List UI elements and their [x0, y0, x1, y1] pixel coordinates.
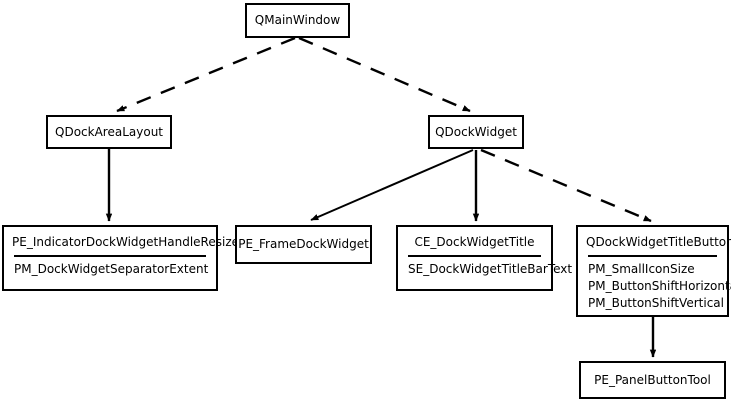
node-qdockarealayout[interactable]: QDockAreaLayout	[46, 115, 172, 149]
compartment-divider	[588, 255, 717, 257]
edge-qmainwindow-to-qdockarealayout	[116, 36, 296, 113]
node-compartment: PM_SmallIconSize PM_ButtonShiftHorizonta…	[578, 261, 731, 312]
node-pe-indicator-dock-widget-handle-resize[interactable]: PE_IndicatorDockWidgetHandleResize PM_Do…	[2, 225, 239, 291]
node-qdockwidget-title-button[interactable]: QDockWidgetTitleButton PM_SmallIconSize …	[576, 225, 731, 317]
node-title: PE_PanelButtonTool	[594, 372, 711, 387]
node-ce-dock-widget-title[interactable]: CE_DockWidgetTitle SE_DockWidgetTitleBar…	[396, 225, 573, 291]
node-title: QMainWindow	[254, 13, 341, 27]
compartment-item: PM_ButtonShiftHorizontal	[588, 279, 731, 293]
node-compartment: SE_DockWidgetTitleBarText	[398, 261, 573, 278]
edge-qdockwidget-to-qdockwidgettitlebutton	[480, 148, 652, 223]
node-title: CE_DockWidgetTitle	[414, 235, 535, 249]
edge-qmainwindow-to-qdockwidget	[298, 36, 471, 113]
node-title: PE_FrameDockWidget	[238, 237, 369, 251]
compartment-item: SE_DockWidgetTitleBarText	[408, 262, 573, 276]
node-qdockwidget[interactable]: QDockWidget	[428, 115, 524, 149]
compartment-divider	[14, 255, 206, 257]
node-qmainwindow[interactable]: QMainWindow	[245, 3, 350, 38]
compartment-item: PM_ButtonShiftVertical	[588, 296, 724, 310]
node-title: QDockAreaLayout	[55, 124, 163, 139]
node-pe-frame-dock-widget[interactable]: PE_FrameDockWidget	[235, 225, 372, 264]
compartment-item: PM_DockWidgetSeparatorExtent	[14, 262, 209, 276]
compartment-divider	[408, 255, 541, 257]
node-pe-panel-button-tool[interactable]: PE_PanelButtonTool	[579, 361, 726, 399]
node-title: PE_IndicatorDockWidgetHandleResize	[12, 235, 239, 249]
node-title: QDockWidgetTitleButton	[586, 235, 731, 249]
edge-qdockwidget-to-pe-framedock	[310, 149, 474, 221]
compartment-item: PM_SmallIconSize	[588, 262, 695, 276]
node-title: QDockWidget	[435, 124, 517, 139]
node-compartment: PM_DockWidgetSeparatorExtent	[4, 261, 216, 278]
